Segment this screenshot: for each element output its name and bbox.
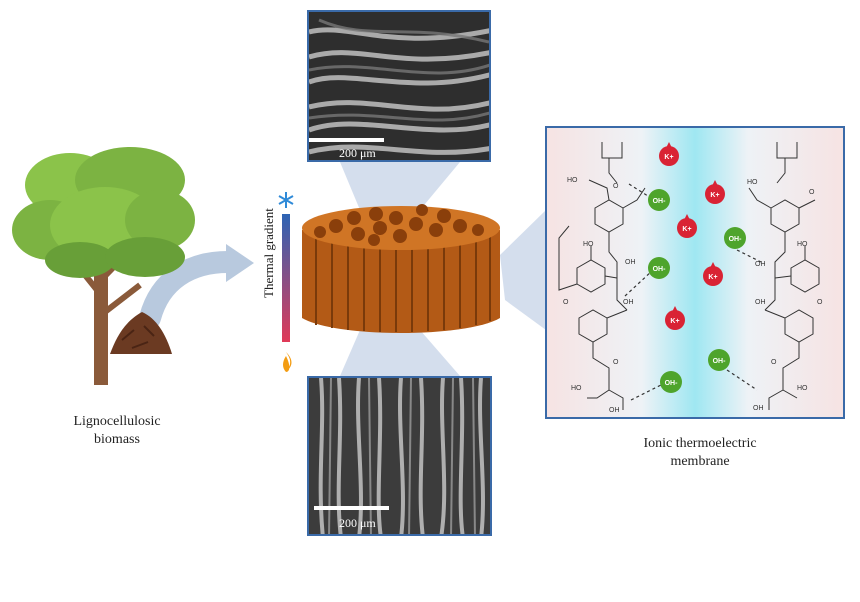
svg-text:OH: OH: [609, 407, 620, 414]
bottom-scalebar-label: 200 μm: [339, 516, 376, 530]
flame-icon: [283, 352, 292, 372]
svg-text:OH: OH: [623, 299, 634, 306]
sem-top-panel: 200 μm: [307, 10, 491, 162]
cation-label-3: K+: [682, 226, 691, 233]
anion-label-2: OH-: [729, 236, 743, 243]
anion-labels: OH- OH- OH- OH- OH-: [653, 198, 743, 387]
right-caption: Ionic thermoelectric membrane: [600, 435, 800, 471]
sem-bottom-panel: 200 μm: [307, 376, 492, 536]
left-molecule: [558, 142, 646, 410]
anion-group: [648, 189, 746, 393]
anion-oh-3: [648, 257, 670, 279]
cation-group: [659, 142, 725, 330]
svg-text:OH: OH: [753, 405, 764, 412]
process-arrow-body: [139, 251, 239, 329]
thermal-gradient-bar: [278, 192, 294, 372]
anion-oh-2: [724, 227, 746, 249]
tree-icon: [12, 147, 195, 385]
snowflake-icon: [278, 192, 294, 208]
cation-labels: K+ K+ K+ K+ K+: [664, 154, 719, 325]
sem-top-texture: [309, 12, 489, 160]
left-caption: Lignocellulosic biomass: [52, 413, 182, 449]
svg-text:HO: HO: [797, 241, 808, 248]
anion-label-4: OH-: [713, 358, 727, 365]
anion-label-3: OH-: [653, 266, 667, 273]
svg-text:OH: OH: [755, 299, 766, 306]
process-arrow-head: [226, 244, 254, 282]
anion-label-1: OH-: [653, 198, 667, 205]
right-beam: [500, 210, 546, 330]
right-molecule: [748, 142, 820, 410]
svg-text:HO: HO: [571, 385, 582, 392]
left-caption-line1: Lignocellulosic: [73, 414, 161, 429]
cation-k-1: [659, 142, 679, 166]
cation-label-4: K+: [708, 274, 717, 281]
cation-label-2: K+: [710, 192, 719, 199]
svg-text:O: O: [809, 189, 815, 196]
anion-label-5: OH-: [665, 380, 679, 387]
svg-text:HO: HO: [797, 385, 808, 392]
right-caption-line1: Ionic thermoelectric: [643, 436, 757, 451]
top-scalebar-label: 200 μm: [339, 146, 376, 160]
svg-text:HO: HO: [583, 241, 594, 248]
svg-text:HO: HO: [747, 179, 758, 186]
biomass-pile-icon: [110, 312, 172, 354]
svg-text:O: O: [613, 359, 619, 366]
cation-k-2: [705, 180, 725, 204]
porous-membrane-block: [302, 204, 500, 333]
anion-oh-5: [660, 371, 682, 393]
cation-label-1: K+: [664, 154, 673, 161]
cation-label-5: K+: [670, 318, 679, 325]
anion-oh-4: [708, 349, 730, 371]
cation-k-3: [677, 214, 697, 238]
left-caption-line2: biomass: [94, 432, 140, 447]
svg-text:HO: HO: [567, 177, 578, 184]
svg-text:OH: OH: [755, 261, 766, 268]
svg-text:O: O: [613, 183, 619, 190]
svg-text:OH: OH: [625, 259, 636, 266]
cation-k-5: [665, 306, 685, 330]
hydrogen-bonds: [624, 183, 762, 401]
sem-bottom-texture: [309, 378, 490, 534]
right-caption-line2: membrane: [670, 454, 730, 469]
top-beam: [340, 162, 460, 210]
svg-text:O: O: [771, 359, 777, 366]
thermal-gradient-label: Thermal gradient: [261, 208, 276, 298]
svg-text:O: O: [817, 299, 823, 306]
bottom-beam: [340, 330, 460, 376]
anion-oh-1: [648, 189, 670, 211]
cation-k-4: [703, 262, 723, 286]
svg-text:O: O: [563, 299, 569, 306]
